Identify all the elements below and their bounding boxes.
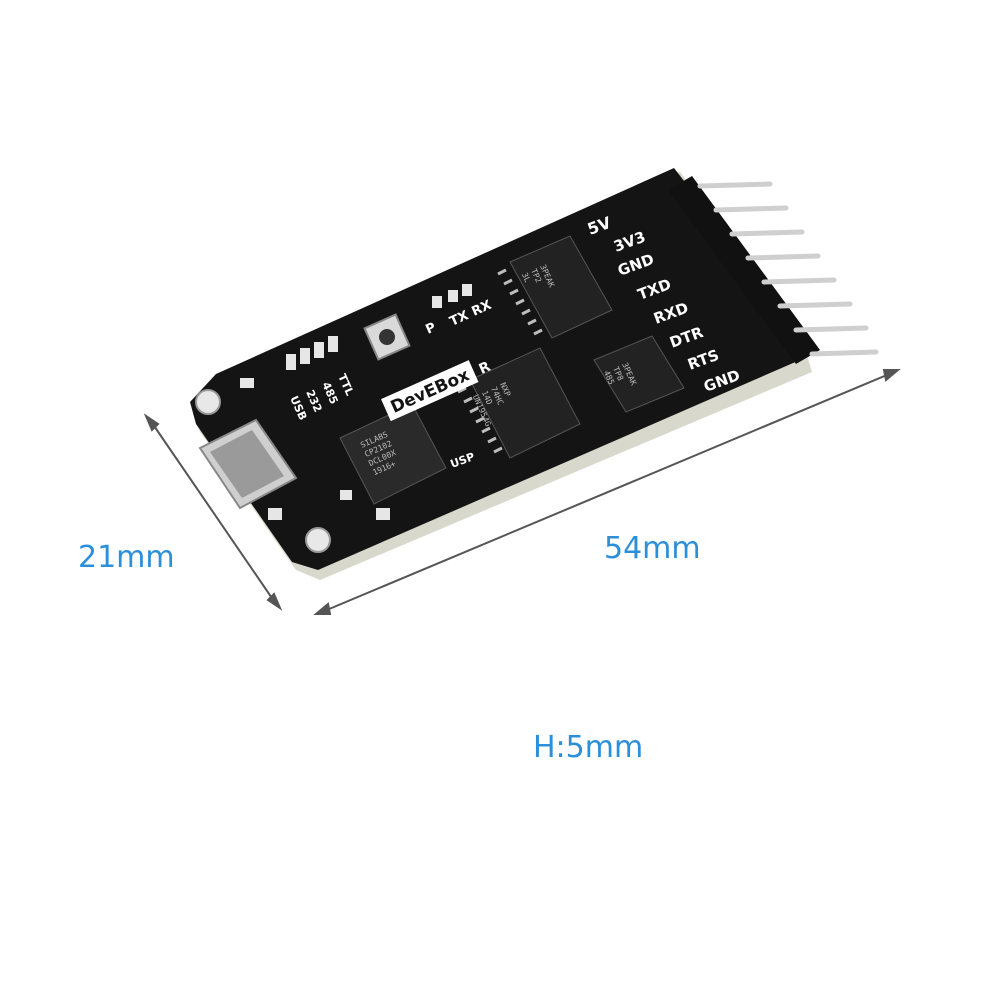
dimension-height-label: H:5mm [533,730,644,765]
mount-hole-bottom [305,527,331,553]
usb-connector-opening [210,430,284,498]
dimension-length-label: 54mm [604,531,701,566]
length-arrow-head-left [313,602,332,615]
dimension-width-label: 21mm [78,540,175,575]
chip-legs [457,268,543,454]
chip-markings: SILABS CP2102 DCL00X 1916+ NXP 74HC 14D … [359,263,638,477]
chip-cp2102 [339,403,447,505]
chip-3peak-top [509,235,613,339]
width-arrow-head-bottom [266,592,283,611]
dimension-arrows [143,369,901,615]
led-label-rx: RX [470,298,494,320]
chip-3peak-bottom [593,335,685,413]
pcb-board [190,168,879,580]
reset-button-cap [379,329,395,345]
width-arrow-head-top [143,413,160,432]
length-arrow-head-right [882,369,901,382]
led-label-tx: TX [448,308,471,329]
length-arrow-line [321,371,895,613]
brand-box [381,360,479,422]
mount-hole-left [195,389,221,415]
smd-components [240,284,472,520]
width-arrow-line [149,419,277,605]
chip-ic3-line3: 3L [520,271,532,284]
pin-header [668,176,879,364]
chip-74hc [469,347,581,459]
